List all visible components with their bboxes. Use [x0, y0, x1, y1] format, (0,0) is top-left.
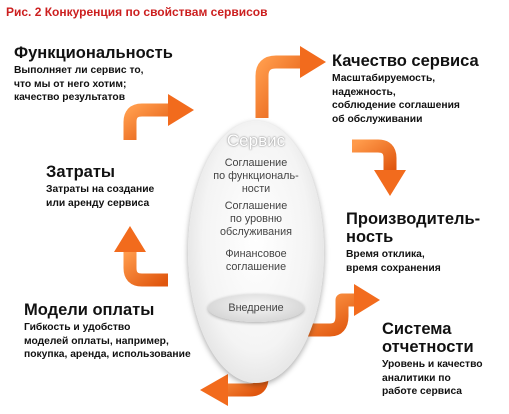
implementation-pill: [208, 294, 304, 322]
arrow-to-quality: [255, 46, 326, 118]
functionality-heading: Функциональность: [14, 44, 173, 62]
quality-description: Масштабируемость, надежность, соблюдение…: [332, 73, 460, 125]
financial-agreement-label: Финансовое соглашение: [225, 248, 287, 273]
payment-models-block: Модели оплаты Гибкость и удобство моделе…: [24, 301, 191, 362]
costs-description: Затраты на создание или аренду сервиса: [46, 184, 155, 209]
arrow-to-performance: [352, 139, 406, 196]
costs-heading: Затраты: [46, 163, 116, 181]
quality-block: Качество сервиса Масштабируемость, надеж…: [332, 52, 479, 126]
functionality-description: Выполняет ли сервис то, что мы от него х…: [14, 65, 144, 103]
quality-heading: Качество сервиса: [332, 52, 479, 70]
arrow-to-functionality: [123, 94, 194, 140]
performance-block: Производитель- ность Время отклика, врем…: [346, 210, 480, 275]
performance-heading: Производитель- ность: [346, 210, 481, 246]
costs-block: Затраты Затраты на создание или аренду с…: [46, 163, 154, 210]
arrow-to-costs: [114, 226, 168, 287]
functionality-block: Функциональность Выполняет ли сервис то,…: [14, 44, 173, 105]
reporting-heading: Система отчетности: [382, 320, 474, 356]
service-level-agreement-label: Соглашение по уровню обслуживания: [220, 200, 292, 238]
payment-models-description: Гибкость и удобство моделей оплаты, напр…: [24, 322, 191, 360]
figure-title: Рис. 2 Конкуренция по свойствам сервисов: [6, 5, 268, 19]
payment-models-heading: Модели оплаты: [24, 301, 155, 319]
service-ellipse: [188, 121, 324, 383]
implementation-label: Внедрение: [228, 302, 284, 314]
service-title: Сервис: [226, 131, 286, 150]
reporting-description: Уровень и качество аналитики по работе с…: [382, 359, 483, 397]
arrow-to-reporting: [302, 284, 380, 337]
performance-description: Время отклика, время сохранения: [346, 249, 441, 274]
functional-agreement-label: Соглашение по функциональ- ности: [213, 157, 299, 195]
reporting-block: Система отчетности Уровень и качество ан…: [382, 320, 483, 399]
